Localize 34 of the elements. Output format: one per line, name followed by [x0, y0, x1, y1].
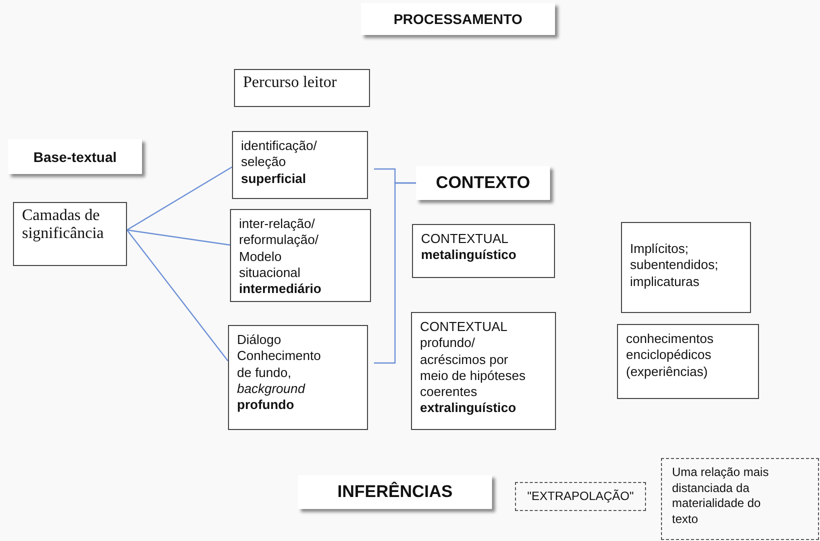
text-box [412, 224, 555, 278]
connector-line [126, 166, 232, 231]
text-box [617, 324, 759, 399]
text-box [232, 131, 368, 199]
box-text: Uma relação mais distanciada da materialidade do texto [672, 465, 770, 528]
box-text: Base-textual [33, 148, 117, 164]
heading-box [8, 139, 142, 174]
heading-box [361, 3, 555, 35]
box-text: Diálogo Conhecimento de fundo, background profundo [237, 332, 322, 414]
note-box [515, 482, 646, 511]
text-box [13, 202, 127, 266]
box-text: Implícitos; subentendidos; implicaturas [630, 241, 720, 290]
text-box [228, 325, 368, 430]
text-box [234, 69, 370, 107]
box-text: inter-relação/ reformulação/ Modelo situacional intermediário [239, 216, 320, 298]
connector-line [126, 229, 230, 246]
box-text: CONTEXTUAL metalinguístico [421, 231, 518, 264]
box-text: PROCESSAMENTO [394, 11, 522, 27]
text-box [411, 312, 556, 430]
text-box [230, 209, 371, 302]
box-text: CONTEXTO [436, 173, 530, 193]
box-text: conhecimentos enciclopédicos (experiências) [626, 331, 714, 380]
text-box [621, 222, 751, 313]
connector-line [126, 230, 228, 362]
heading-box [416, 166, 550, 200]
heading-box [298, 475, 492, 509]
box-text: identificação/ seleção superficial [241, 138, 318, 187]
box-text: CONTEXTUAL profundo/ acréscimos por meio de hipóteses coerentes extralinguístico [420, 319, 527, 416]
note-box [661, 458, 819, 540]
connector-line [374, 182, 416, 364]
box-text: Percurso leitor [243, 74, 338, 92]
box-text: "EXTRAPOLAÇÃO" [527, 488, 634, 504]
box-text: Camadas de significância [22, 207, 105, 243]
box-text: INFERÊNCIAS [337, 482, 453, 502]
